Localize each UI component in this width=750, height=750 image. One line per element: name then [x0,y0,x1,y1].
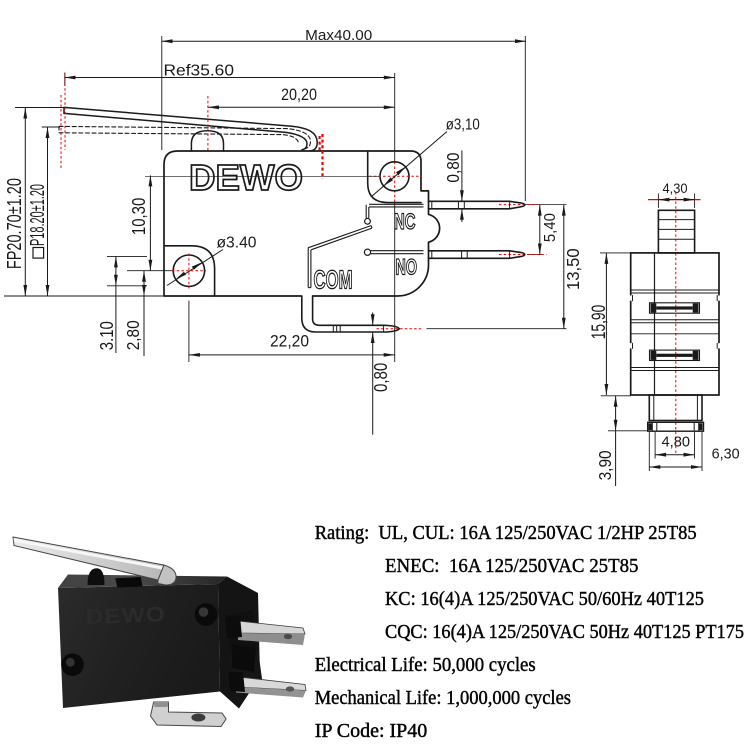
svg-text:22,20: 22,20 [270,332,309,351]
svg-text:P18.20±1.20: P18.20±1.20 [27,184,49,246]
svg-text:IP Code: IP40: IP Code: IP40 [315,720,428,742]
svg-text:10,30: 10,30 [128,198,149,235]
svg-text:ø3.40: ø3.40 [217,235,257,252]
svg-text:DEWO: DEWO [85,603,166,629]
svg-text:4,30: 4,30 [663,180,688,196]
svg-text:DEWO: DEWO [189,157,303,198]
svg-text:6,30: 6,30 [712,445,740,462]
svg-text:ENEC: 16A 125/250VAC 25T85: ENEC: 16A 125/250VAC 25T85 [385,555,639,577]
svg-text:4,80: 4,80 [662,434,691,451]
svg-text:FP20.70±1.20: FP20.70±1.20 [4,178,26,269]
svg-text:20,20: 20,20 [281,86,317,104]
svg-text:15,90: 15,90 [589,305,610,340]
svg-text:13,50: 13,50 [563,248,583,290]
svg-text:3.10: 3.10 [96,321,117,350]
svg-text:ø3,10: ø3,10 [446,117,480,134]
svg-text:KC: 16(4)A 125/250VAC 50/60Hz: KC: 16(4)A 125/250VAC 50/60Hz 40T125 [385,588,704,610]
svg-text:Max40.00: Max40.00 [305,28,372,44]
svg-text:NO: NO [396,255,418,280]
svg-text:0,80: 0,80 [443,153,463,183]
svg-text:5,40: 5,40 [542,213,559,242]
svg-text:COM: COM [314,267,353,295]
svg-text:Mechanical Life: 1,000,000 cyc: Mechanical Life: 1,000,000 cycles [315,687,571,709]
svg-text:Ref35.60: Ref35.60 [164,63,235,80]
svg-text:Electrical Life: 50,000 cycles: Electrical Life: 50,000 cycles [315,654,536,676]
svg-text:Rating: UL, CUL: 16A 125/250V: Rating: UL, CUL: 16A 125/250VAC 1/2HP 25… [315,522,697,544]
svg-text:NC: NC [394,209,416,234]
svg-text:2,80: 2,80 [123,320,143,350]
svg-text:3,90: 3,90 [595,450,615,480]
svg-text:CQC: 16(4)A 125/250VAC 50Hz 40: CQC: 16(4)A 125/250VAC 50Hz 40T125 PT175 [385,621,744,643]
svg-text:0,80: 0,80 [371,363,391,392]
